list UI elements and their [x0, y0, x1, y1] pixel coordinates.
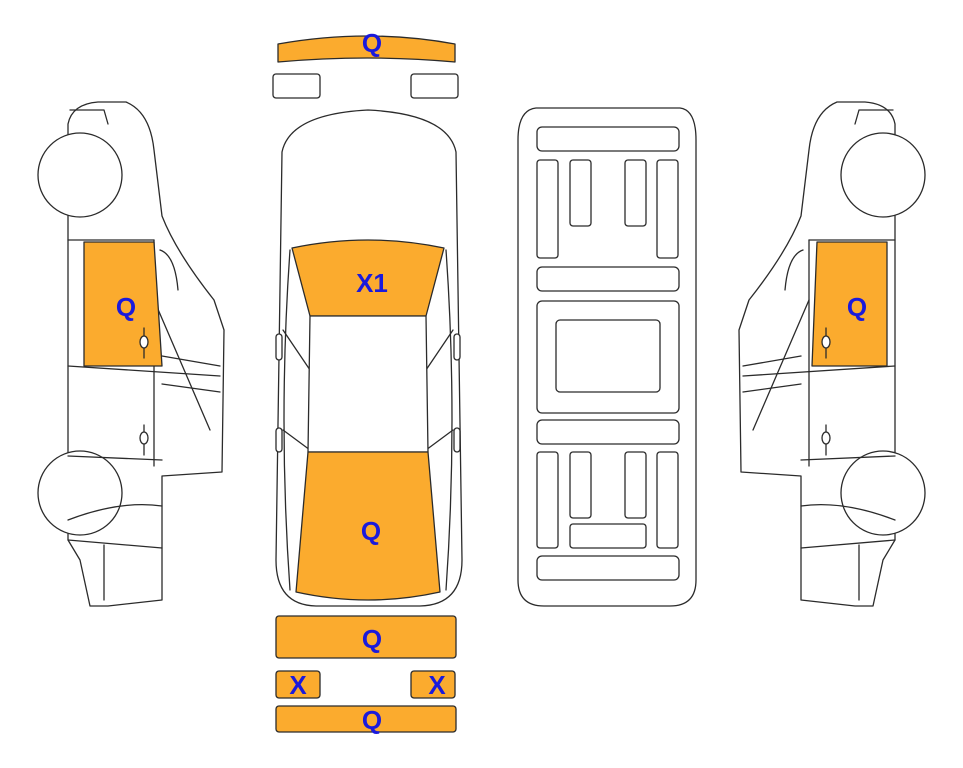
rear-panel-label: Q [362, 624, 382, 654]
right-mirror[interactable] [453, 333, 461, 361]
underside-view [517, 107, 697, 607]
left-side-rear-wheel[interactable] [37, 450, 123, 536]
rear-roof-label: Q [361, 516, 381, 546]
left-side-door-divider [67, 365, 221, 377]
right-side-sill [800, 455, 896, 461]
left-front-door[interactable] [83, 241, 163, 367]
left-side-sill [67, 455, 163, 461]
right-pillar-line [425, 329, 454, 371]
underside-rear-inner-right[interactable] [624, 451, 647, 519]
right-side-rear-quarter [800, 539, 896, 549]
top-view: Q X1 Q Q X X Q [272, 28, 463, 735]
right-side-window-line-2 [742, 383, 802, 393]
underside-front-left-rail[interactable] [536, 159, 559, 259]
left-body-line [283, 249, 291, 591]
underside-rear-right-rail[interactable] [656, 451, 679, 549]
right-tail-light-label: X [428, 670, 446, 700]
underside-rear-center[interactable] [569, 523, 647, 549]
underside-rear-left-rail[interactable] [536, 451, 559, 549]
right-front-door-handle [821, 327, 831, 359]
left-headlight[interactable] [272, 73, 321, 99]
right-pillar-line-2 [425, 429, 454, 451]
right-side-front-bumper [854, 109, 894, 125]
left-side-window-line-2 [161, 383, 221, 393]
left-mirror[interactable] [275, 333, 283, 361]
rear-panel[interactable] [275, 615, 457, 659]
left-side-view: Q [37, 101, 225, 607]
right-side-front-wheel[interactable] [840, 132, 926, 218]
right-body-line [445, 249, 453, 591]
right-side-rear-arch [800, 503, 896, 521]
left-pillar-line-2 [282, 429, 311, 451]
right-side-mirror [784, 249, 804, 291]
left-side-front-bumper [69, 109, 109, 125]
left-side-front-wheel[interactable] [37, 132, 123, 218]
right-headlight[interactable] [410, 73, 459, 99]
left-side-window-line [161, 355, 221, 367]
underside-rear-bumper[interactable] [536, 555, 680, 581]
right-tail-light[interactable] [410, 670, 456, 699]
left-rear-door-handle [139, 424, 149, 456]
right-rear-door-handle [821, 424, 831, 456]
right-side-rear-wheel[interactable] [840, 450, 926, 536]
underside-mid-crossmember[interactable] [536, 266, 680, 292]
right-front-door-label: Q [847, 292, 867, 322]
left-side-rear-quarter [67, 539, 163, 549]
underside-front-right-rail[interactable] [656, 159, 679, 259]
right-front-door[interactable] [811, 241, 888, 367]
windshield-panel[interactable] [291, 239, 445, 317]
underside-front-inner-right[interactable] [624, 159, 647, 227]
right-side-window-line [742, 355, 802, 367]
left-tail-light[interactable] [275, 670, 321, 699]
rear-bumper-strip[interactable] [275, 705, 457, 733]
right-door-handle-top [453, 427, 461, 453]
underside-front-inner-left[interactable] [569, 159, 592, 227]
front-bumper-strip-label: Q [362, 28, 382, 58]
underside-rear-inner-left[interactable] [569, 451, 592, 519]
left-side-a-pillar [153, 299, 211, 431]
left-side-rear-arch [67, 503, 163, 521]
roof-panel[interactable] [307, 315, 429, 453]
front-bumper-strip[interactable] [277, 35, 456, 63]
left-front-door-label: Q [116, 292, 136, 322]
underside-front-crossmember[interactable] [536, 126, 680, 152]
right-side-a-pillar [752, 299, 810, 431]
underside-rear-crossmember[interactable] [536, 419, 680, 445]
left-pillar-line [282, 329, 311, 371]
left-tail-light-label: X [289, 670, 307, 700]
right-side-door-divider [742, 365, 896, 377]
left-side-mirror [159, 249, 179, 291]
rear-roof-panel[interactable] [295, 451, 441, 601]
left-front-door-handle [139, 327, 149, 359]
underside-floor-center[interactable] [555, 319, 661, 393]
left-door-handle-top [275, 427, 283, 453]
windshield-label: X1 [356, 268, 388, 298]
rear-bumper-strip-label: Q [362, 705, 382, 735]
right-side-view: Q [738, 101, 926, 607]
